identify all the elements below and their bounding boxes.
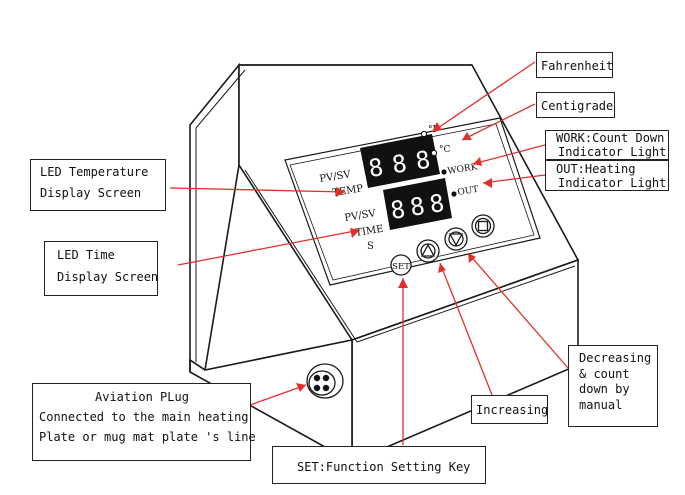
out-subtitle: Indicator Light [558, 175, 667, 190]
led-time-title: LED Time [57, 248, 115, 262]
label-decreasing: Decreasing & count down by manual [568, 345, 658, 427]
body-left-face [189, 62, 240, 372]
decreasing-line-4: manual [579, 397, 623, 412]
leader-aviation [249, 384, 307, 406]
aviation-plug-desc-1: Connected to the main heating [39, 410, 249, 425]
work-indicator [441, 169, 447, 175]
arrowhead-icon [336, 187, 345, 197]
leader-centigrade [461, 103, 536, 141]
fahrenheit-indicator [420, 130, 428, 138]
decrease-button[interactable] [444, 227, 468, 251]
increasing-text: Increasing [476, 403, 549, 417]
label-set-key: SET:Function Setting Key [272, 446, 486, 484]
increase-button[interactable] [416, 239, 440, 263]
leader-out [482, 174, 546, 184]
square-icon [477, 220, 489, 232]
leader-lines [169, 61, 569, 445]
aviation-plug-desc-2: Plate or mug mat plate 's line [39, 430, 256, 445]
leader-increasing [439, 262, 493, 396]
led-time-display: 888 [383, 178, 452, 230]
decreasing-line-2: & count [579, 366, 630, 381]
time-name-label: TIME [355, 224, 385, 239]
label-increasing: Increasing [471, 395, 548, 424]
label-led-time: LED Time Display Screen [44, 241, 158, 296]
leader-led-temp [169, 187, 346, 193]
out-title: OUT:Heating [556, 162, 636, 176]
label-led-temperature: LED Temperature Display Screen [30, 159, 166, 211]
down-arrow-icon [448, 233, 464, 247]
label-centigrade: Centigrade [536, 92, 615, 118]
time-pv-label: PV/SV [344, 208, 377, 224]
out-indicator [451, 191, 457, 197]
led-temperature-subtitle: Display Screen [40, 186, 142, 201]
fahrenheit-text: Fahrenheit [541, 59, 614, 73]
set-key-text: SET:Function Setting Key [297, 460, 471, 474]
leader-fahrenheit [431, 61, 536, 133]
led-temperature-display: 888 [360, 134, 440, 188]
label-fahrenheit: Fahrenheit [536, 52, 613, 78]
aviation-plug[interactable] [306, 363, 344, 399]
set-button-label: SET [392, 262, 410, 272]
leader-work [472, 144, 546, 165]
label-aviation-plug: Aviation PLug Connected to the main heat… [32, 383, 256, 461]
leader-led-time [177, 229, 361, 266]
leader-decreasing [467, 252, 569, 369]
led-time-subtitle: Display Screen [57, 270, 159, 285]
centigrade-indicator [430, 149, 438, 157]
leader-arrowheads [296, 122, 492, 392]
work-subtitle: Indicator Light [558, 144, 667, 159]
out-indicator-label: OUT [457, 185, 479, 198]
label-out: OUT:Heating Indicator Light [545, 160, 669, 191]
set-button[interactable]: SET [390, 254, 412, 276]
up-arrow-icon [420, 243, 436, 257]
label-work: WORK:Count Down Indicator Light [545, 130, 669, 160]
plug-pin-icon [313, 374, 321, 382]
decreasing-title: Decreasing [579, 351, 652, 365]
centigrade-text: Centigrade [541, 99, 614, 113]
led-temperature-title: LED Temperature [40, 165, 149, 179]
square-button[interactable] [471, 214, 495, 238]
centigrade-indicator-label: °C [439, 145, 451, 155]
aviation-plug-title: Aviation PLug [95, 390, 189, 404]
work-indicator-label: WORK [447, 162, 479, 177]
control-buttons: SET [390, 214, 495, 276]
work-title: WORK:Count Down [556, 131, 665, 145]
temp-name-label: TEMP [332, 183, 365, 199]
time-unit-label: S [367, 241, 374, 252]
temp-pv-label: PV/SV [319, 169, 352, 185]
decreasing-line-3: down by [579, 382, 630, 397]
